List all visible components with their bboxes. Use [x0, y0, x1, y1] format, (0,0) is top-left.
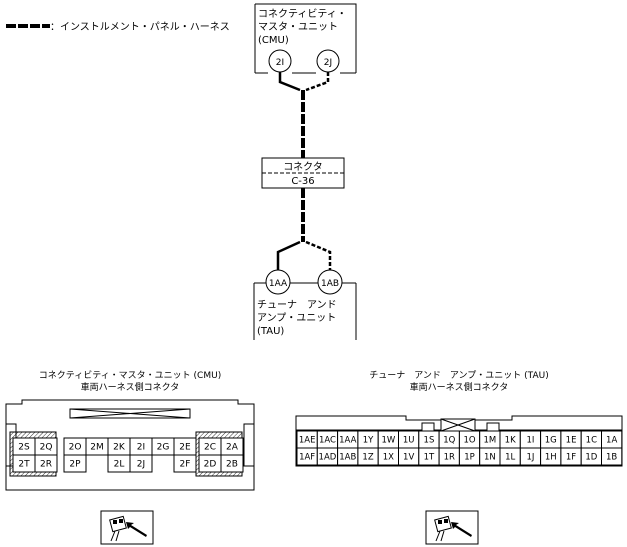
- tau-pin-1t-label: 1T: [424, 453, 435, 463]
- tau-connector-subtitle: 車両ハーネス側コネクタ: [410, 381, 509, 393]
- cmu-pin-2b-cell: [220, 454, 244, 473]
- tau-pin-1af-label: 1AF: [299, 453, 315, 463]
- tau-pin-1w-label: 1W: [381, 436, 395, 446]
- tau-pin-right-label: 1AB: [321, 279, 339, 289]
- cmu-pin-2o-label: 2O: [69, 443, 82, 453]
- cmu-pin-2d-label: 2D: [204, 460, 217, 470]
- cmu-pin-2j-label: 2J: [137, 460, 145, 470]
- tau-pin-1n-label: 1N: [484, 453, 496, 463]
- tau-pin-1v-label: 1V: [403, 453, 414, 463]
- tau-pin-1o-label: 1O: [463, 436, 475, 446]
- tau-pin-1g-label: 1G: [545, 436, 557, 446]
- tau-pin-1ad-label: 1AD: [319, 453, 337, 463]
- cmu-pin-2r-label: 2R: [40, 460, 52, 470]
- cmu-pin-2f-label: 2F: [180, 460, 191, 470]
- cmu-pin-2b-label: 2B: [226, 460, 238, 470]
- tau-pin-1h-label: 1H: [545, 453, 557, 463]
- tau-pin-1p-label: 1P: [464, 453, 475, 463]
- tau-pin-1k-label: 1K: [505, 436, 516, 446]
- wire-cmu-to-joint: [278, 72, 330, 158]
- tau-name-line1: チューナ アンド: [257, 299, 337, 311]
- cmu-pin-2j-cell: [129, 454, 153, 473]
- tau-connector-title: チューナ アンド アンプ・ユニット (TAU): [369, 370, 548, 381]
- tau-pin-1q-label: 1Q: [443, 436, 455, 446]
- tau-pin-1ab: [317, 269, 343, 295]
- tau-pin-1ab-label: 1AB: [339, 453, 356, 463]
- tau-pin-1d-label: 1D: [585, 453, 597, 463]
- tau-pin-1r-label: 1R: [444, 453, 455, 463]
- cmu-pin-2s-label: 2S: [18, 443, 30, 453]
- cmu-name-line3: (CMU): [258, 35, 289, 46]
- tau-pin-1y-label: 1Y: [363, 436, 374, 446]
- cmu-pin-left-label: 2I: [276, 58, 284, 68]
- tau-pin-left-label: 1AA: [269, 279, 288, 289]
- tau-pin-1aa: [265, 269, 291, 295]
- cmu-pin-2k-label: 2K: [113, 443, 126, 453]
- cmu-name-line1: コネクティビティ・: [258, 8, 347, 20]
- joint-id: C-36: [291, 176, 314, 187]
- legend: ：インストルメント・パネル・ハーネス: [6, 21, 230, 33]
- cmu-pin-2i-label: 2I: [137, 443, 145, 453]
- tau-pin-1b-label: 1B: [606, 453, 617, 463]
- cmu-pin-2p-cell: [63, 454, 87, 473]
- tau-pin-1c-label: 1C: [586, 436, 597, 446]
- tau-pin-1u-label: 1U: [403, 436, 415, 446]
- cmu-connector-title: コネクティビティ・マスタ・ユニット (CMU): [39, 370, 221, 381]
- legend-label: ：インストルメント・パネル・ハーネス: [50, 21, 230, 33]
- tau-view-icon: [425, 510, 479, 545]
- tau-name-line2: アンプ・ユニット: [257, 312, 336, 324]
- cmu-pin-2l-label: 2L: [114, 460, 125, 470]
- tau-pin-1b-cell: [601, 447, 623, 466]
- tau-pin-1j-label: 1J: [526, 453, 534, 463]
- cmu-pin-2e-label: 2E: [179, 443, 191, 453]
- joint-connector: コネクタ C-36: [261, 157, 345, 189]
- tau-pin-1i-label: 1I: [526, 436, 534, 446]
- cmu-pin-2f-cell: [173, 454, 197, 473]
- joint-name: コネクタ: [283, 161, 323, 173]
- tau-unit: 1AA 1AB チューナ アンド アンプ・ユニット (TAU): [253, 269, 357, 340]
- cmu-pin-2a-label: 2A: [226, 443, 239, 453]
- wire-joint-to-tau: [276, 188, 332, 270]
- cmu-pin-2q-label: 2Q: [40, 443, 53, 453]
- tau-pin-1f-label: 1F: [566, 453, 576, 463]
- cmu-pin-2g-label: 2G: [157, 443, 170, 453]
- tau-pin-1e-label: 1E: [566, 436, 577, 446]
- cmu-connector-subtitle: 車両ハーネス側コネクタ: [81, 381, 180, 393]
- cmu-name-line2: マスタ・ユニット: [258, 21, 338, 33]
- cmu-view-icon: [100, 510, 154, 545]
- tau-pin-1l-label: 1L: [505, 453, 515, 463]
- tau-pin-1a-label: 1A: [606, 436, 617, 446]
- cmu-pin-2r-cell: [34, 454, 58, 473]
- tau-pin-1z-label: 1Z: [362, 453, 373, 463]
- cmu-pin-2t-label: 2T: [18, 460, 30, 470]
- cmu-pin-2m-label: 2M: [90, 443, 104, 453]
- cmu-pin-2p-label: 2P: [69, 460, 81, 470]
- tau-pin-1s-label: 1S: [424, 436, 435, 446]
- tau-pin-1m-label: 1M: [483, 436, 496, 446]
- tau-pin-1ac-label: 1AC: [319, 436, 336, 446]
- cmu-unit: コネクティビティ・ マスタ・ユニット (CMU) 2I 2J: [254, 3, 357, 74]
- tau-pin-1aa-label: 1AA: [339, 436, 356, 446]
- cmu-pin-right-label: 2J: [324, 58, 332, 68]
- tau-pin-1ae-label: 1AE: [299, 436, 316, 446]
- cmu-pin-2c-label: 2C: [204, 443, 216, 453]
- tau-name-line3: (TAU): [257, 326, 284, 337]
- cmu-connector-face: コネクティビティ・マスタ・ユニット (CMU) 車両ハーネス側コネクタ 2S 2Q…: [5, 370, 255, 491]
- tau-pin-1x-label: 1X: [383, 453, 394, 463]
